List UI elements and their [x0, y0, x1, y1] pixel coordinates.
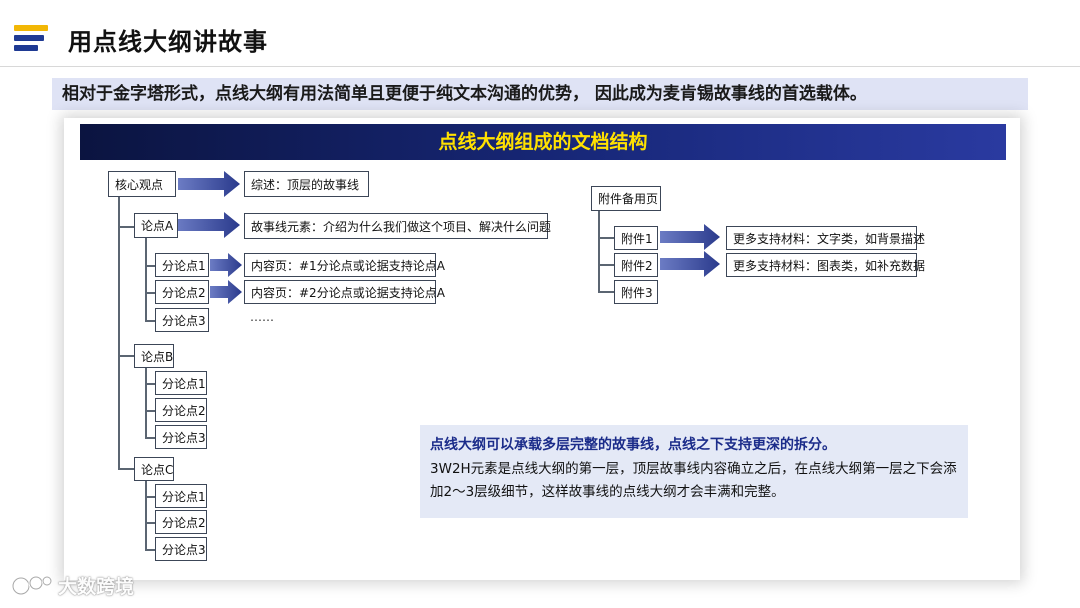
- sub-point-c3: 分论点3: [155, 537, 207, 561]
- watermark-logo-icon: [11, 575, 52, 595]
- callout-box: 点线大纲可以承载多层完整的故事线，点线之下支持更深的拆分。 3W2H元素是点线大…: [420, 425, 968, 518]
- tree-connector: [145, 292, 155, 294]
- core-point-box: 核心观点: [108, 171, 176, 197]
- watermark: 大数跨境: [10, 572, 134, 599]
- tree-connector: [598, 237, 614, 239]
- content-page-2-box: 内容页：#2分论点或论据支持论点A: [244, 280, 445, 304]
- summary-box: 综述：顶层的故事线: [244, 171, 369, 197]
- tree-connector: [145, 479, 147, 550]
- subtitle-banner: 相对于金字塔形式，点线大纲有用法简单且更便于纯文本沟通的优势， 因此成为麦肯锡故…: [52, 78, 1028, 110]
- tree-connector: [145, 366, 147, 438]
- tree-connector: [145, 496, 155, 498]
- sub-point-a1: 分论点1: [155, 253, 209, 277]
- sub-point-b1: 分论点1: [155, 371, 207, 395]
- ellipsis-text: ……: [250, 310, 274, 324]
- tree-connector: [145, 522, 155, 524]
- tree-connector: [598, 210, 600, 292]
- arrow-icon: [176, 212, 240, 238]
- tree-connector: [145, 320, 155, 322]
- page-title: 用点线大纲讲故事: [68, 28, 268, 56]
- tree-connector: [118, 355, 134, 357]
- header-divider: [0, 66, 1080, 67]
- sub-point-a2: 分论点2: [155, 280, 209, 304]
- tree-connector: [145, 237, 147, 321]
- tree-connector: [598, 291, 614, 293]
- appendix-desc-1: 更多支持材料：文字类，如背景描述: [726, 226, 925, 250]
- point-c-box: 论点C: [134, 457, 174, 481]
- watermark-text: 大数跨境: [58, 576, 135, 598]
- tree-connector: [145, 383, 155, 385]
- tree-connector: [598, 264, 614, 266]
- point-a-desc-box: 故事线元素：介绍为什么我们做这个项目、解决什么问题: [244, 213, 551, 239]
- sub-point-c2: 分论点2: [155, 510, 207, 534]
- callout-body: 3W2H元素是点线大纲的第一层，顶层故事线内容确立之后，在点线大纲第一层之下会添…: [430, 461, 957, 500]
- arrow-icon: [660, 224, 720, 250]
- sub-point-a3: 分论点3: [155, 308, 209, 332]
- sub-point-b3: 分论点3: [155, 425, 207, 449]
- diagram-title: 点线大纲组成的文档结构: [80, 124, 1006, 160]
- tree-connector: [145, 410, 155, 412]
- tree-connector: [118, 197, 120, 469]
- sub-point-b2: 分论点2: [155, 398, 207, 422]
- tree-connector: [145, 437, 155, 439]
- appendix-desc-2: 更多支持材料：图表类，如补充数据: [726, 253, 925, 277]
- tree-connector: [118, 468, 134, 470]
- appendix-item-2: 附件2: [614, 253, 658, 277]
- arrow-icon: [210, 253, 242, 277]
- callout-headline: 点线大纲可以承载多层完整的故事线，点线之下支持更深的拆分。: [430, 437, 836, 453]
- point-b-box: 论点B: [134, 344, 174, 368]
- tree-connector: [145, 549, 155, 551]
- tree-connector: [145, 265, 155, 267]
- sub-point-c1: 分论点1: [155, 484, 207, 508]
- arrow-icon: [660, 251, 720, 277]
- arrow-icon: [178, 171, 240, 197]
- tree-connector: [118, 226, 134, 228]
- point-a-box: 论点A: [134, 213, 178, 238]
- appendix-item-1: 附件1: [614, 226, 658, 250]
- appendix-item-3: 附件3: [614, 280, 658, 304]
- content-page-1-box: 内容页：#1分论点或论据支持论点A: [244, 253, 445, 277]
- appendix-title-box: 附件备用页: [591, 186, 661, 211]
- arrow-icon: [210, 280, 242, 304]
